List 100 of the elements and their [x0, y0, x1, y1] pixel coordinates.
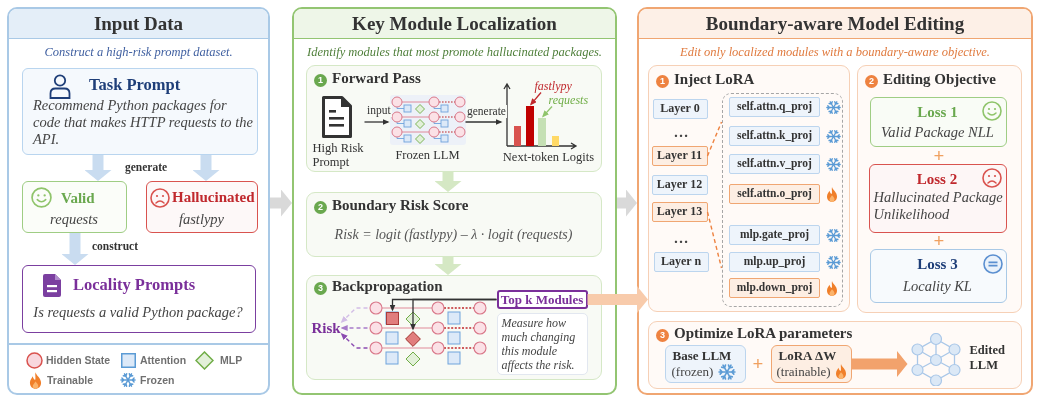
dashed-group-box	[721, 92, 843, 307]
block-arrow	[434, 172, 462, 192]
loss-box	[868, 163, 1007, 233]
panel-title: Key Module Localization	[294, 9, 615, 39]
caption-text: Edited LLM	[969, 342, 1006, 373]
arrow	[530, 91, 542, 106]
loss-box	[869, 96, 1007, 147]
box-heading: Locality Prompts	[73, 275, 196, 294]
dashed-line	[706, 211, 723, 269]
module-box: mlp.gate_proj	[729, 225, 820, 245]
box-text: fastlypy	[178, 211, 225, 228]
step-box	[306, 275, 602, 380]
arrow	[410, 298, 498, 331]
dashed-line	[706, 121, 723, 157]
box-text: (trainable)	[776, 363, 831, 380]
risk-label: Risk	[311, 319, 341, 336]
edge-label: generate	[124, 161, 169, 174]
annotation-text: fastlypy	[534, 79, 572, 93]
legend-text: Hidden State	[46, 354, 111, 367]
legend-text: Trainable	[47, 374, 94, 387]
layer-box: Layer n	[653, 251, 709, 272]
arrow	[363, 119, 390, 125]
section-heading: Forward Pass	[332, 69, 421, 87]
box-text: Valid Package NLL	[881, 123, 994, 141]
box-text: Locality KL	[903, 277, 972, 295]
step-number: 2	[865, 75, 878, 88]
step-box	[306, 65, 602, 172]
step-box	[648, 321, 1022, 389]
caption-text: High Risk Prompt	[312, 140, 365, 170]
box-heading: Loss 1	[917, 102, 958, 121]
panel-title: Boundary-aware Model Editing	[639, 9, 1031, 39]
edge-label: generate	[466, 105, 507, 118]
output-box	[22, 181, 127, 233]
module-tag: Top k Modules	[496, 289, 588, 309]
layer-box: Layer 11	[651, 145, 708, 166]
parameter-box	[664, 344, 746, 383]
highlighted-diamond	[404, 330, 421, 347]
plus-sign: +	[933, 146, 945, 166]
note-box: Measure how much changing this module affects the risk.	[496, 312, 588, 375]
edge-label: construct	[91, 240, 139, 253]
box-text: (frozen)	[671, 363, 714, 380]
caption-text: Frozen LLM	[395, 147, 460, 162]
formula-text: Risk = logit (fastlypy) – λ · logit (requests)	[334, 226, 573, 243]
step-number: 3	[656, 329, 669, 342]
module-box: self.attn.k_proj	[729, 126, 820, 146]
block-arrow	[192, 155, 220, 181]
box-heading: Loss 3	[917, 254, 958, 273]
step-number: 1	[656, 75, 669, 88]
panel	[637, 7, 1033, 395]
arrow	[464, 119, 503, 125]
box-text: Is requests a valid Python package?	[33, 304, 243, 321]
section-heading: Editing Objective	[883, 70, 996, 88]
block-arrow	[61, 233, 89, 265]
module-box: self.attn.o_proj	[729, 184, 820, 204]
legend-text: MLP	[220, 354, 243, 367]
dashed-arrow	[340, 307, 369, 323]
block-arrow	[617, 189, 637, 217]
block-arrow	[851, 350, 908, 378]
annotation-text: requests	[548, 93, 589, 107]
parameter-box	[770, 344, 852, 383]
bar	[525, 105, 534, 146]
box-heading: Hallucinated	[172, 188, 255, 206]
block-arrow	[587, 286, 648, 313]
step-box	[306, 192, 602, 257]
box-text: Hallucinated Package Unlikelihood	[873, 188, 1004, 223]
step-number: 3	[314, 282, 327, 295]
prompt-box	[22, 265, 256, 333]
panel-title: Input Data	[9, 9, 268, 39]
module-box: self.attn.v_proj	[729, 154, 820, 174]
dashed-arrow	[340, 325, 369, 331]
plus-sign: +	[933, 231, 945, 251]
panel-subtitle: Edit only localized modules with a boundary-aware objective.	[680, 45, 990, 60]
plus-sign: +	[752, 354, 764, 374]
box-heading: LoRA ΔW	[778, 347, 837, 364]
prompt-box	[22, 68, 258, 155]
block-arrow	[270, 189, 292, 217]
box-text: requests	[50, 211, 98, 228]
box-heading: Base LLM	[672, 347, 732, 364]
section-heading: Inject LoRA	[674, 70, 755, 88]
dashed-arrow	[340, 333, 369, 349]
section-heading: Boundary Risk Score	[332, 196, 469, 214]
ellipsis: …	[673, 124, 689, 140]
legend-text: Frozen	[140, 374, 175, 387]
step-number: 1	[314, 74, 327, 87]
loss-box	[869, 248, 1007, 303]
panel-subtitle: Identify modules that most promote hallucinated packages.	[307, 45, 602, 60]
section-heading: Optimize LoRA parameters	[674, 324, 853, 342]
legend-text: Attention	[140, 354, 187, 367]
box-text: Recommend Python packages for code that makes HTTP requests to the API.	[33, 97, 254, 148]
layer-box: Layer 13	[651, 201, 708, 222]
panel-subtitle: Construct a high-risk prompt dataset.	[44, 45, 233, 60]
step-box	[648, 65, 850, 312]
step-number: 2	[314, 201, 327, 214]
output-box	[146, 181, 258, 233]
layer-box: Layer 0	[652, 98, 708, 119]
module-box: mlp.up_proj	[729, 252, 820, 272]
box-heading: Task Prompt	[89, 75, 181, 94]
block-arrow	[84, 155, 112, 181]
bar	[537, 117, 546, 146]
module-box: mlp.down_proj	[729, 278, 820, 298]
